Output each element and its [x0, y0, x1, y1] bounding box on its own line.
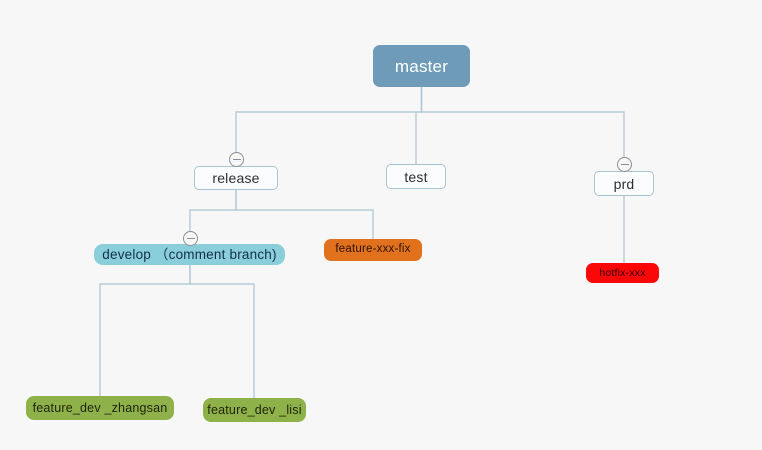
minus-circle-icon-prd[interactable]	[617, 157, 632, 172]
edge-release-to-feature-fix	[235, 190, 374, 239]
node-label: release	[212, 170, 260, 186]
node-label: hotfix-xxx	[599, 266, 646, 279]
minus-circle-icon-release[interactable]	[229, 152, 244, 167]
node-test[interactable]: test	[386, 164, 446, 189]
node-label: test	[404, 168, 428, 185]
edge-master-to-prd	[420, 87, 625, 171]
edge-master-to-test	[415, 87, 423, 164]
node-label: prd	[613, 175, 635, 192]
node-feature-lisi[interactable]: feature_dev _lisi	[203, 398, 306, 422]
edge-master-to-release	[235, 87, 423, 166]
node-hotfix[interactable]: hotfix-xxx	[586, 263, 659, 283]
node-feature-fix[interactable]: feature-xxx-fix	[324, 239, 422, 261]
node-release[interactable]: release	[194, 166, 278, 190]
node-label: feature_dev _zhangsan	[32, 400, 168, 415]
node-master[interactable]: master	[373, 45, 470, 87]
node-label: develop （comment branch)	[102, 246, 277, 262]
node-prd[interactable]: prd	[594, 171, 654, 196]
node-label: master	[394, 56, 449, 76]
node-label: feature_dev _lisi	[207, 402, 302, 417]
edge-develop-to-feature-zhangsan	[99, 265, 191, 396]
node-feature-zhangsan[interactable]: feature_dev _zhangsan	[26, 396, 174, 420]
minus-circle-icon-develop[interactable]	[183, 231, 198, 246]
node-label: feature-xxx-fix	[335, 243, 411, 256]
node-develop[interactable]: develop （comment branch)	[94, 244, 285, 265]
edge-develop-to-feature-lisi	[189, 265, 255, 398]
